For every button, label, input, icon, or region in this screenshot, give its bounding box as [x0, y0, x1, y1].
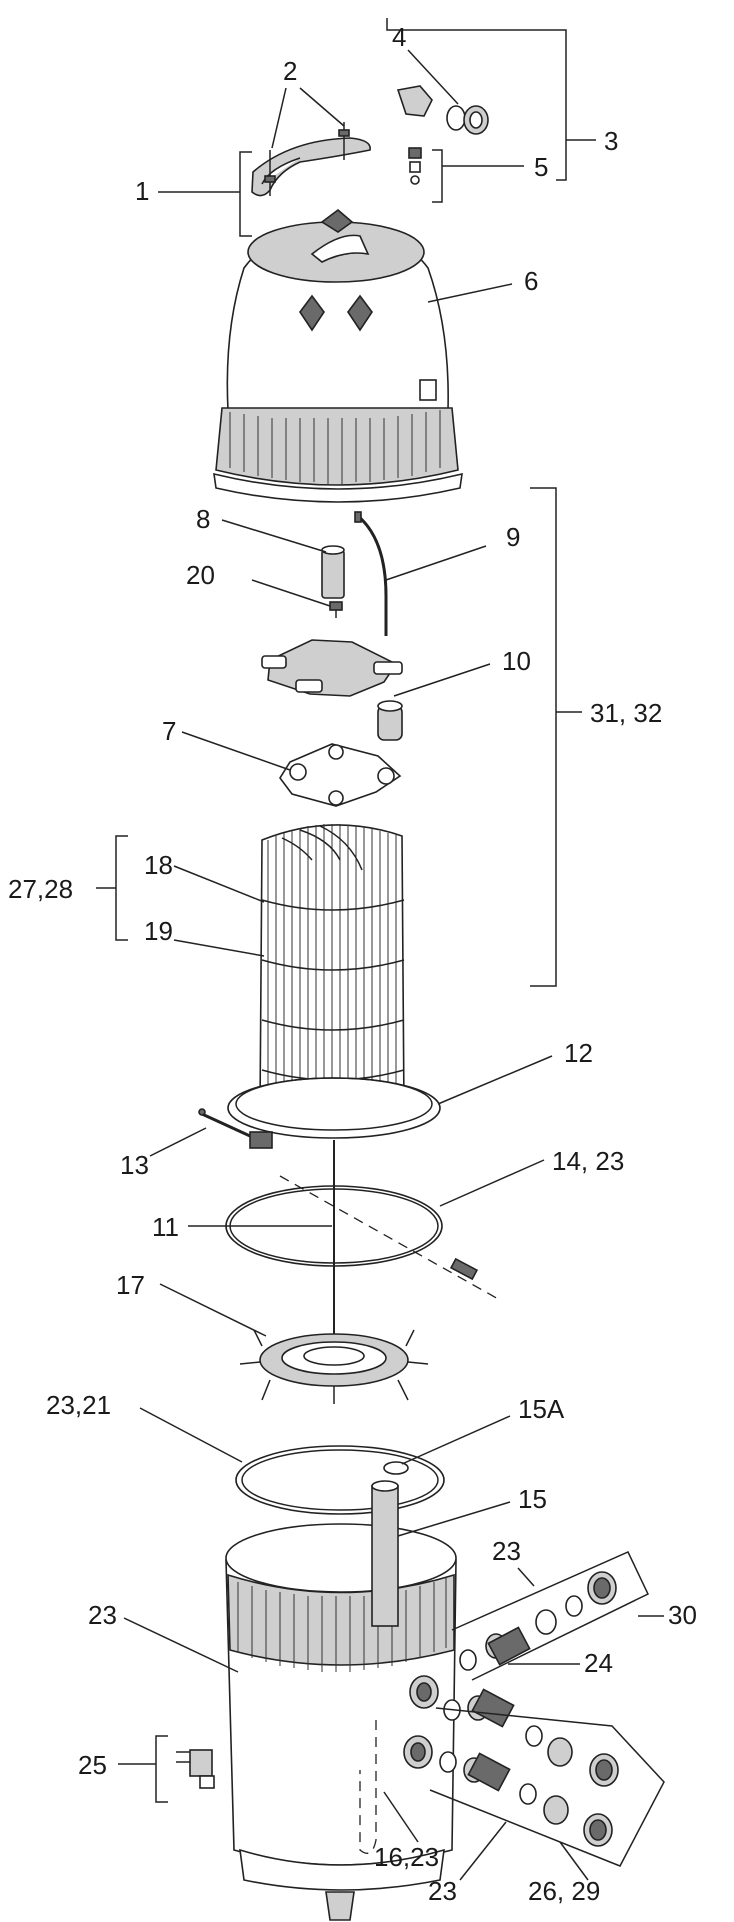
label-5: 5 — [534, 152, 548, 182]
label-31-32: 31, 32 — [590, 698, 662, 728]
manifold-part — [261, 639, 403, 741]
screw-parts — [264, 122, 350, 196]
leader-lines — [96, 18, 664, 1881]
filter-grid-part — [259, 824, 405, 1121]
label-23-tank: 23 — [88, 1600, 117, 1630]
label-23-union: 23 — [492, 1536, 521, 1566]
label-7: 7 — [162, 716, 176, 746]
label-3: 3 — [604, 126, 618, 156]
label-16-23: 16,23 — [374, 1842, 439, 1872]
label-27-28: 27,28 — [8, 874, 73, 904]
lid-ribs — [229, 410, 441, 484]
label-11: 11 — [152, 1212, 179, 1242]
air-relief-valve-part — [396, 85, 489, 185]
grid-fins — [267, 824, 397, 1121]
label-25: 25 — [78, 1750, 107, 1780]
label-1: 1 — [135, 176, 149, 206]
label-8: 8 — [196, 504, 210, 534]
label-15: 15 — [518, 1484, 547, 1514]
label-4: 4 — [392, 22, 406, 52]
label-12: 12 — [564, 1038, 593, 1068]
label-2: 2 — [283, 56, 297, 86]
label-24: 24 — [584, 1648, 613, 1678]
label-26-29: 26, 29 — [528, 1876, 600, 1906]
air-bleed-tube-part — [354, 511, 388, 636]
filter-lid-part — [213, 208, 463, 503]
fitting-part — [329, 601, 343, 618]
clamp-bolt-part — [198, 1108, 251, 1138]
label-23-bottom: 23 — [428, 1876, 457, 1906]
label-10: 10 — [502, 646, 531, 676]
label-20: 20 — [186, 560, 215, 590]
label-9: 9 — [506, 522, 520, 552]
union-fittings-part — [429, 1551, 665, 1867]
label-30: 30 — [668, 1600, 697, 1630]
label-23-21: 23,21 — [46, 1390, 111, 1420]
label-6: 6 — [524, 266, 538, 296]
filter-tank-part — [225, 1461, 457, 1921]
label-14-23: 14, 23 — [552, 1146, 624, 1176]
tank-o-ring-part — [235, 1445, 445, 1515]
lateral-assembly-part — [239, 1318, 429, 1404]
spider-gasket-part — [279, 743, 402, 807]
band-clamp-part — [227, 1077, 441, 1149]
label-15A: 15A — [518, 1394, 565, 1424]
label-19: 19 — [144, 916, 173, 946]
label-13: 13 — [120, 1150, 149, 1180]
label-18: 18 — [144, 850, 173, 880]
drain-valve-part — [176, 1749, 215, 1789]
part-labels: 1 2 3 4 5 6 8 9 20 10 31, 32 7 27,28 18 … — [8, 22, 697, 1906]
standpipe-cap-part — [321, 545, 345, 599]
label-17: 17 — [116, 1270, 145, 1300]
tank-ribs — [237, 1578, 447, 1672]
